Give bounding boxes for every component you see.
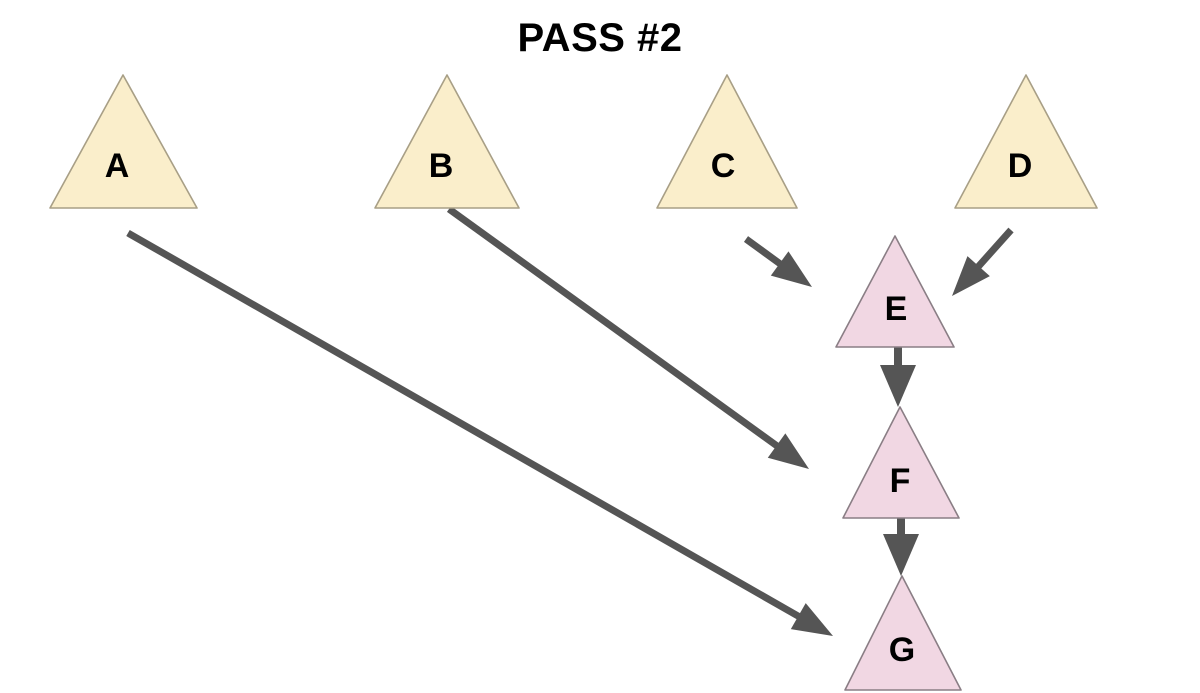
edge-shaft bbox=[973, 227, 1014, 272]
node-label-a: A bbox=[105, 147, 130, 185]
node-triangle-c[interactable] bbox=[656, 74, 798, 209]
node-triangle-b[interactable] bbox=[374, 74, 520, 209]
edge-arrowhead bbox=[770, 251, 812, 287]
edge-shaft bbox=[446, 206, 782, 451]
edge-shaft bbox=[126, 229, 804, 622]
node-label-e: E bbox=[885, 290, 908, 328]
edge-b-to-f bbox=[446, 206, 809, 469]
edge-arrowhead bbox=[767, 433, 809, 469]
edge-arrowhead bbox=[952, 256, 990, 296]
node-triangle-f[interactable] bbox=[842, 406, 960, 519]
node-g[interactable]: G bbox=[844, 575, 962, 691]
edge-arrowhead bbox=[883, 534, 919, 576]
edge-d-to-e bbox=[952, 227, 1014, 296]
node-triangle-g[interactable] bbox=[844, 575, 962, 691]
edge-arrowhead bbox=[790, 603, 833, 636]
edge-arrowhead bbox=[880, 365, 916, 407]
node-label-c: C bbox=[711, 147, 736, 185]
node-label-g: G bbox=[889, 631, 915, 669]
node-a[interactable]: A bbox=[49, 74, 198, 209]
node-triangle-e[interactable] bbox=[835, 235, 955, 348]
edge-f-to-g bbox=[883, 518, 919, 576]
edge-a-to-g bbox=[126, 229, 833, 636]
node-label-d: D bbox=[1008, 147, 1033, 185]
edge-shaft bbox=[743, 236, 785, 269]
page-title: PASS #2 bbox=[517, 16, 683, 60]
edge-e-to-f bbox=[880, 347, 916, 407]
node-triangle-d[interactable] bbox=[954, 74, 1098, 209]
edge-c-to-e bbox=[743, 236, 812, 287]
node-label-b: B bbox=[429, 147, 454, 185]
node-d[interactable]: D bbox=[954, 74, 1098, 209]
node-c[interactable]: C bbox=[656, 74, 798, 209]
node-b[interactable]: B bbox=[374, 74, 520, 209]
edges-layer bbox=[126, 206, 1014, 636]
node-f[interactable]: F bbox=[842, 406, 960, 519]
node-label-f: F bbox=[890, 462, 911, 500]
node-triangle-a[interactable] bbox=[49, 74, 198, 209]
node-e[interactable]: E bbox=[835, 235, 955, 348]
nodes-layer: A B C D E F G bbox=[49, 74, 1098, 691]
